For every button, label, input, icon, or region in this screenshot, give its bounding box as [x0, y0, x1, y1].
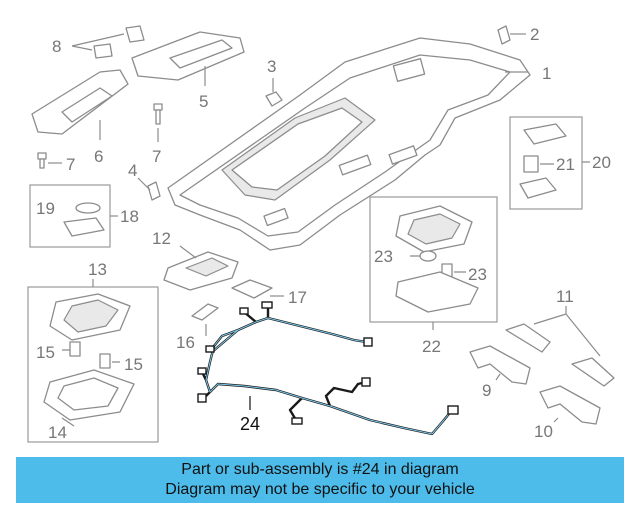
callout-13: 13: [88, 260, 107, 279]
callout-9: 9: [482, 381, 491, 400]
callout-18: 18: [120, 207, 139, 226]
clip-part-4[interactable]: [137, 177, 161, 201]
lamp-group-22[interactable]: [369, 196, 498, 330]
roof-wire-harness-part-24[interactable]: [197, 301, 459, 436]
parts-diagram: 1 2 3 4 5 6 7 7: [27, 25, 615, 443]
callout-7b: 7: [152, 147, 161, 166]
callout-3: 3: [267, 57, 276, 76]
callout-20: 20: [592, 153, 611, 172]
callout-16: 16: [176, 333, 195, 352]
grab-handle-clips-11[interactable]: [505, 306, 615, 387]
grab-handle-part-9[interactable]: [469, 345, 531, 385]
hook-part-3[interactable]: [265, 78, 283, 107]
callout-7a: 7: [66, 155, 75, 174]
callout-4: 4: [128, 161, 137, 180]
callout-24: 24: [240, 414, 260, 434]
callout-10: 10: [534, 422, 553, 441]
callout-19: 19: [36, 199, 55, 218]
callout-21: 21: [556, 155, 575, 174]
banner-line-1: Part or sub-assembly is #24 in diagram: [181, 461, 459, 478]
callout-6: 6: [94, 147, 103, 166]
map-lamp-group-18[interactable]: [29, 184, 118, 248]
callout-23a: 23: [374, 247, 393, 266]
callout-17: 17: [288, 288, 307, 307]
callout-23b: 23: [468, 265, 487, 284]
banner-line-2: Diagram may not be specific to your vehi…: [165, 481, 475, 498]
lens-part-17[interactable]: [231, 279, 284, 299]
callout-1: 1: [542, 64, 551, 83]
sun-visor-part-5[interactable]: [131, 31, 245, 86]
callout-2: 2: [530, 25, 539, 44]
headliner-part-1[interactable]: [167, 37, 531, 251]
callout-11: 11: [556, 287, 574, 306]
clip-part-2[interactable]: [497, 25, 526, 45]
callout-22: 22: [422, 337, 441, 356]
callout-8: 8: [52, 37, 61, 56]
lens-part-16[interactable]: [191, 303, 219, 336]
callout-5: 5: [199, 92, 208, 111]
visor-clip-part-8[interactable]: [71, 25, 145, 59]
switch-group-20[interactable]: [509, 116, 590, 210]
callout-12: 12: [152, 229, 171, 248]
info-banner: Part or sub-assembly is #24 in diagram D…: [16, 457, 624, 503]
sun-visor-part-6[interactable]: [31, 69, 129, 140]
screw-part-7b[interactable]: [153, 103, 163, 142]
lamp-part-12[interactable]: [163, 245, 239, 291]
screw-part-7a[interactable]: [37, 152, 62, 169]
callout-15a: 15: [36, 343, 55, 362]
console-group-13[interactable]: [27, 279, 159, 443]
grab-handle-part-10[interactable]: [539, 385, 601, 425]
callout-15b: 15: [124, 355, 143, 374]
callout-14: 14: [48, 423, 67, 442]
